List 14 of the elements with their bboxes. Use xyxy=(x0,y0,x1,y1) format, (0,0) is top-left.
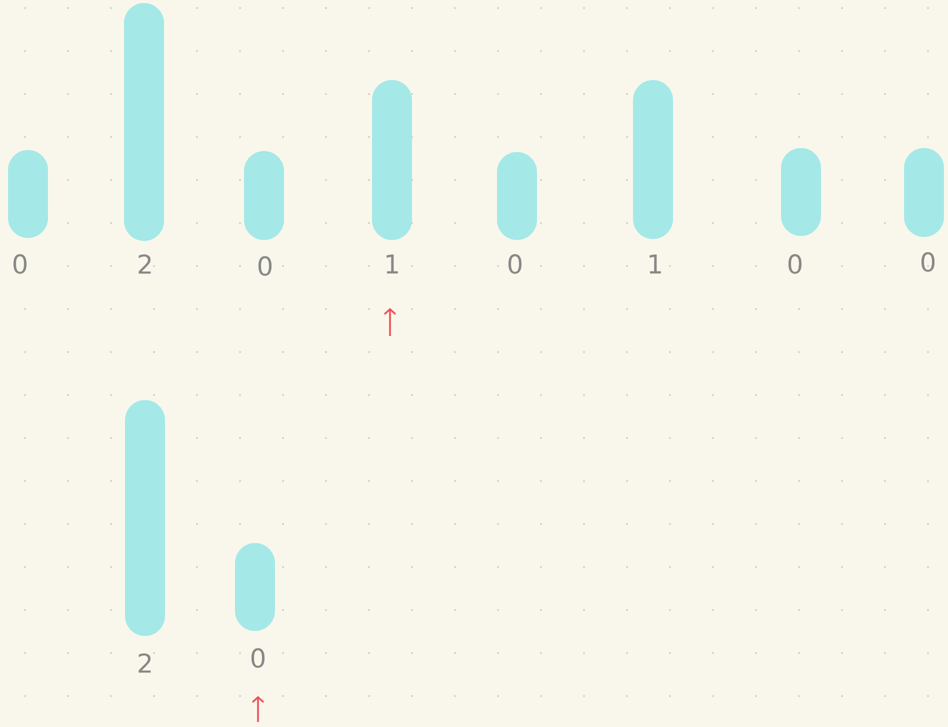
value-label: 1 xyxy=(386,254,398,274)
value-label: 2 xyxy=(138,653,151,673)
bar xyxy=(633,80,673,239)
value-label: 0 xyxy=(258,256,272,276)
value-label: 0 xyxy=(921,252,935,272)
value-label: 1 xyxy=(650,254,661,274)
value-label: 0 xyxy=(13,254,27,274)
bar xyxy=(124,3,164,241)
value-label: 0 xyxy=(508,254,522,274)
bar xyxy=(125,400,165,636)
bar xyxy=(372,80,412,240)
value-label: 2 xyxy=(138,254,151,274)
value-label: 0 xyxy=(788,254,802,274)
value-label: 0 xyxy=(251,648,265,668)
